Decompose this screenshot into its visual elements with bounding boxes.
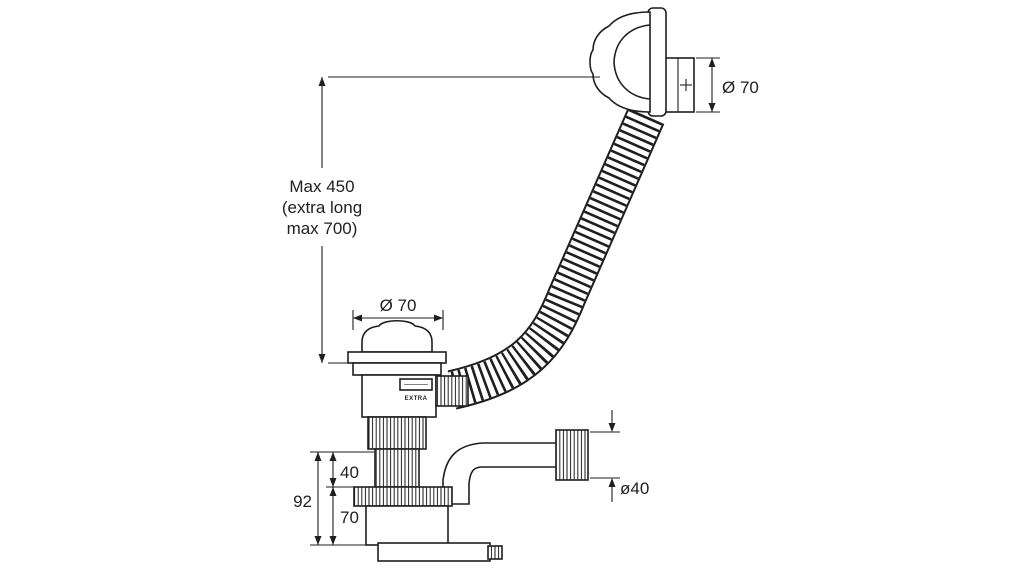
overflow-cap-assembly: [589, 7, 695, 117]
arrow-70-up: [329, 487, 337, 496]
hose-connector-nut: [435, 375, 469, 407]
trap-bottom-outlet: [377, 542, 491, 562]
dimension-overflow-diameter: Ø 70: [696, 57, 759, 113]
arrow-92-up: [314, 452, 322, 461]
dim-70-label: 70: [340, 508, 359, 527]
arrow-down: [608, 423, 616, 432]
arrow-70-down: [329, 536, 337, 545]
trap-body: [365, 505, 449, 546]
drain-logo-text: EXTRA: [405, 396, 428, 402]
drain-plug-dome: [361, 319, 433, 353]
max-height-label-line3: max 700): [287, 219, 358, 238]
arrow-right: [434, 314, 443, 322]
drain-diameter-label: Ø 70: [380, 296, 417, 315]
dim-40-label: 40: [340, 463, 359, 482]
outlet-nut: [555, 429, 589, 481]
arrow-up: [608, 478, 616, 487]
dim-92-label: 92: [293, 492, 312, 511]
outlet-elbow-pipe: [442, 442, 559, 505]
trap-assembly: [353, 429, 589, 562]
drain-assembly: EXTRA: [347, 319, 447, 488]
dimension-under-tub-heights: 40 70 92: [293, 451, 374, 546]
drain-flange-bottom: [352, 362, 442, 376]
drain-flange-top: [347, 351, 447, 364]
overflow-knob-inner-arc: [613, 24, 651, 100]
overflow-diameter-label: Ø 70: [722, 78, 759, 97]
dimension-drain-diameter: Ø 70: [352, 296, 444, 330]
outlet-diameter-label: ø40: [620, 479, 649, 498]
arrow-92-down: [314, 536, 322, 545]
arrow-down: [318, 354, 326, 363]
dimension-max-height: Max 450 (extra long max 700): [282, 76, 600, 364]
max-height-label-line2: (extra long: [282, 198, 362, 217]
trap-locknut: [353, 486, 453, 507]
max-height-label-line1: Max 450: [289, 177, 354, 196]
overflow-knob: [589, 11, 651, 113]
arrow-up: [318, 77, 326, 86]
arrow-left: [353, 314, 362, 322]
arrow-down: [708, 103, 716, 112]
dimension-outlet-diameter: ø40: [590, 410, 649, 502]
arrow-up: [708, 58, 716, 67]
hose-body: [447, 108, 663, 408]
arrow-40-up: [329, 452, 337, 461]
arrow-40-down: [329, 478, 337, 487]
hose-corrugation: [447, 108, 663, 408]
flexible-hose: [447, 107, 665, 410]
trap-outlet-endcap: [487, 545, 503, 560]
drain-thread: [367, 416, 427, 450]
drain-tailpiece: [374, 448, 420, 488]
